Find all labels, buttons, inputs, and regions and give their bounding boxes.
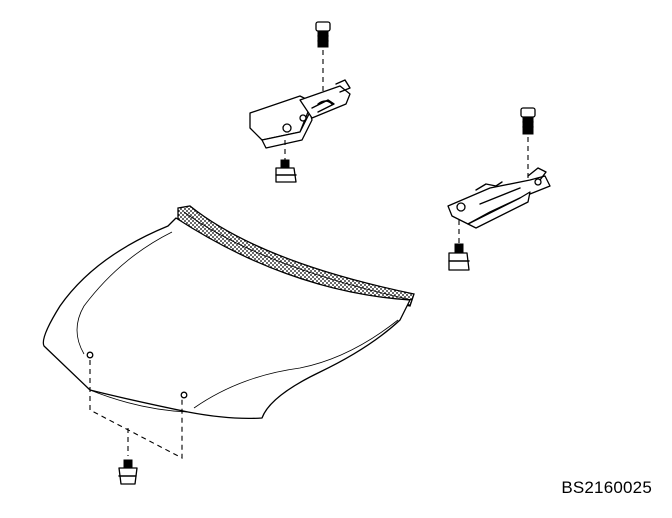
upper-hinge [249,79,351,149]
hood-stopper [118,459,138,485]
lower-hinge-nut [448,243,470,271]
figure-code-label: BS2160025 [561,478,652,497]
upper-hinge-bolt [315,21,331,48]
hood-panel [42,217,411,420]
lower-hinge-bolt [520,107,536,135]
hood-stopper-guide [89,360,183,459]
lower-hinge [447,167,551,229]
upper-hinge-nut [275,159,297,183]
